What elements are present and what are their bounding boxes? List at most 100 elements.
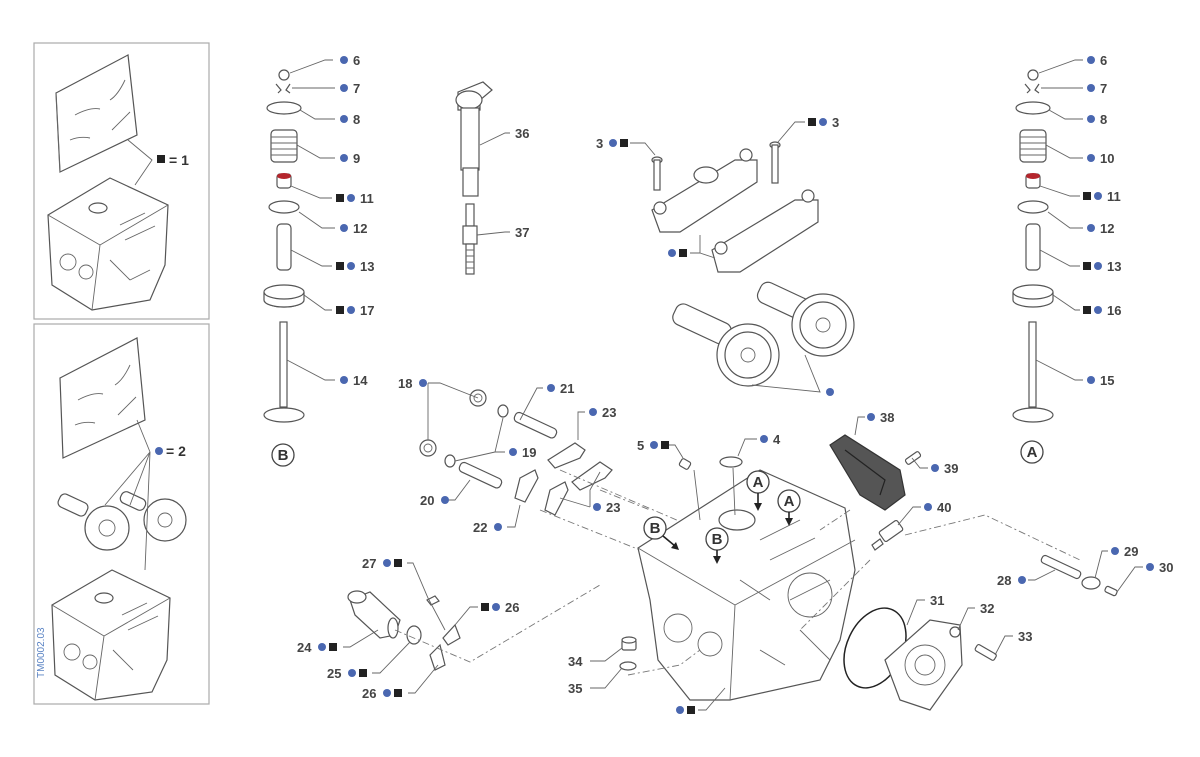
callout-number: 6 xyxy=(353,53,360,68)
square-marker xyxy=(808,118,816,126)
callout-number: 27 xyxy=(362,556,376,571)
callout-number: 11 xyxy=(360,191,374,206)
head-ref-a2: A xyxy=(777,489,801,526)
square-marker xyxy=(687,706,695,714)
dot-marker xyxy=(340,224,348,232)
valve-assembly-a: A xyxy=(1012,59,1083,464)
dot-marker xyxy=(340,56,348,64)
callout-pin-20: 20 xyxy=(420,493,449,508)
callout-number: 18 xyxy=(398,376,412,391)
dot-marker xyxy=(1018,576,1026,584)
camshaft-exhaust xyxy=(756,281,855,357)
svg-text:A: A xyxy=(784,493,795,510)
screw-30 xyxy=(1104,585,1118,597)
callout-number: 11 xyxy=(1107,189,1121,204)
callout-number: 23 xyxy=(606,500,620,515)
callout-number: 31 xyxy=(930,593,944,608)
nut-34 xyxy=(621,636,637,651)
plug-18-lower xyxy=(419,439,437,457)
callout-v-b-9: 9 xyxy=(340,151,360,166)
square-marker xyxy=(1083,192,1091,200)
dot-marker xyxy=(1087,376,1095,384)
callout-number: 21 xyxy=(560,381,574,396)
square-marker xyxy=(329,643,337,651)
dot-marker xyxy=(826,388,834,396)
callout-number: 16 xyxy=(1107,303,1121,318)
callout-gasket-26b: 26 xyxy=(362,686,402,701)
dot-marker xyxy=(1094,192,1102,200)
square-marker xyxy=(336,306,344,314)
callout-v-a-11: 11 xyxy=(1083,189,1121,204)
callout-number: 26 xyxy=(362,686,376,701)
rocker-arm-23-right xyxy=(571,461,613,491)
callout-number: 33 xyxy=(1018,629,1032,644)
callout-number: 30 xyxy=(1159,560,1173,575)
dot-marker xyxy=(1111,547,1119,555)
callout-number: 14 xyxy=(353,373,368,388)
callout-number: 22 xyxy=(473,520,487,535)
valve-cap-6 xyxy=(1027,69,1039,81)
dot-marker xyxy=(494,523,502,531)
square-marker xyxy=(620,139,628,147)
square-marker xyxy=(336,194,344,202)
valve-cap-6 xyxy=(278,69,290,81)
dot-marker xyxy=(819,118,827,126)
svg-text:A: A xyxy=(1027,444,1038,461)
callout-v-a-13: 13 xyxy=(1083,259,1121,274)
bolt-33 xyxy=(974,644,997,661)
callout-sensor-40: 40 xyxy=(924,500,951,515)
dot-marker xyxy=(676,706,684,714)
dot-marker xyxy=(867,413,875,421)
valve-guide-13 xyxy=(276,223,292,271)
head-ref-b1: B xyxy=(643,516,679,550)
dot-marker xyxy=(589,408,597,416)
callout-number: 7 xyxy=(1100,81,1107,96)
valve-seal-11 xyxy=(276,173,292,189)
callout-v-b-13: 13 xyxy=(336,259,374,274)
callout-number: 25 xyxy=(327,666,341,681)
square-marker xyxy=(359,669,367,677)
callout-number: 12 xyxy=(353,221,367,236)
callout-number: 8 xyxy=(1100,112,1107,127)
dot-marker xyxy=(593,503,601,511)
dot-marker xyxy=(318,643,326,651)
spring-seat-12 xyxy=(268,200,300,214)
dot-marker xyxy=(1146,563,1154,571)
valve-collets-7 xyxy=(1024,83,1040,94)
callout-oring-31: 31 xyxy=(930,593,944,608)
valve-collets-7 xyxy=(275,83,291,94)
square-marker xyxy=(1083,306,1091,314)
svg-text:B: B xyxy=(278,447,289,464)
callout-v-a-8: 8 xyxy=(1087,112,1107,127)
callout-number: 7 xyxy=(353,81,360,96)
valve-14 xyxy=(263,321,305,423)
oring-4 xyxy=(719,456,743,468)
reference-circle-b: B xyxy=(271,443,295,467)
callout-v-b-6: 6 xyxy=(340,53,360,68)
temperature-sensor-40 xyxy=(871,519,904,551)
kit-2-leaders xyxy=(104,419,151,571)
callout-pin-21: 21 xyxy=(547,381,574,396)
intake-manifold-24 xyxy=(347,590,401,639)
callout-coil-36: 36 xyxy=(515,126,529,141)
dot-marker xyxy=(340,154,348,162)
kit-1-leader xyxy=(127,139,153,186)
callout-screw-39: 39 xyxy=(931,461,958,476)
callout-manifold-24: 24 xyxy=(297,640,337,655)
callout-number: 13 xyxy=(1107,259,1121,274)
square-marker xyxy=(1083,262,1091,270)
svg-text:A: A xyxy=(753,474,764,491)
dot-marker xyxy=(1094,306,1102,314)
square-marker xyxy=(394,559,402,567)
square-marker xyxy=(661,441,669,449)
callout-caps xyxy=(668,249,687,257)
cylinder-head-small-icon xyxy=(51,569,171,701)
gasket-sheet-icon xyxy=(55,54,138,173)
callout-screw-30: 30 xyxy=(1146,560,1173,575)
square-marker xyxy=(481,603,489,611)
callout-v-a-15: 15 xyxy=(1087,373,1114,388)
callout-number: 34 xyxy=(568,654,583,669)
valve-seal-11 xyxy=(1025,173,1041,189)
callout-number: 36 xyxy=(515,126,529,141)
